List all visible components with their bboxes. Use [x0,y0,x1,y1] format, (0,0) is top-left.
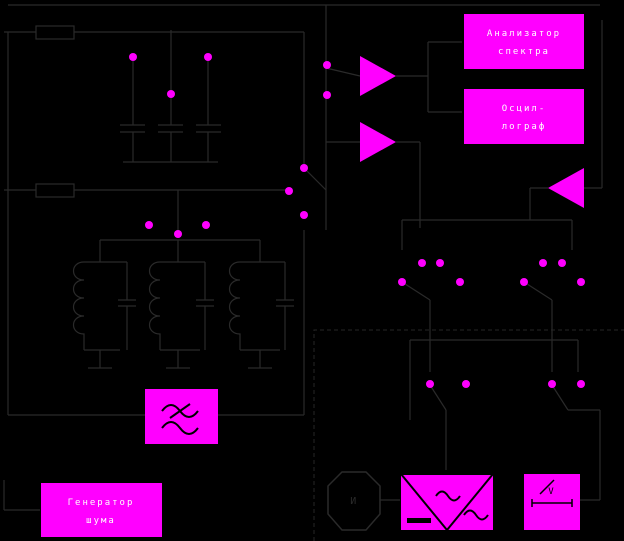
filter-icon [161,403,199,435]
octagon-icon: И [327,471,381,531]
meter-icon [531,479,573,507]
spectrum-analyzer-label-2: спектра [498,47,550,57]
amplifier-2-icon [360,122,396,162]
ac-converter-icon [400,473,494,531]
inductor-coils [72,261,241,350]
switch-contacts [129,53,585,388]
inverter-mark: И [350,496,358,507]
amplifier-1-icon [360,56,396,96]
oscillograph-label-1: Осцил- [502,104,547,114]
resistor-r2 [35,183,75,198]
noise-generator-label-2: шума [86,516,116,526]
noise-generator-label-1: Генератор [68,498,135,508]
noise-generator-block: Генератор шума [41,483,162,537]
meter-block: V [524,474,580,530]
amplifier-3-icon [548,168,584,208]
meter-symbol: V [548,487,555,497]
converter-block [400,473,494,531]
resistor-r1 [35,25,75,40]
dashed-enclosure [313,329,624,541]
spectrum-analyzer-label-1: Анализатор [487,29,561,39]
oscillograph-block: Осцил- лограф [464,89,584,144]
wiring [3,4,603,511]
spectrum-analyzer-block: Анализатор спектра [464,14,584,69]
oscillograph-label-2: лограф [502,122,547,132]
filter-block [145,389,218,444]
